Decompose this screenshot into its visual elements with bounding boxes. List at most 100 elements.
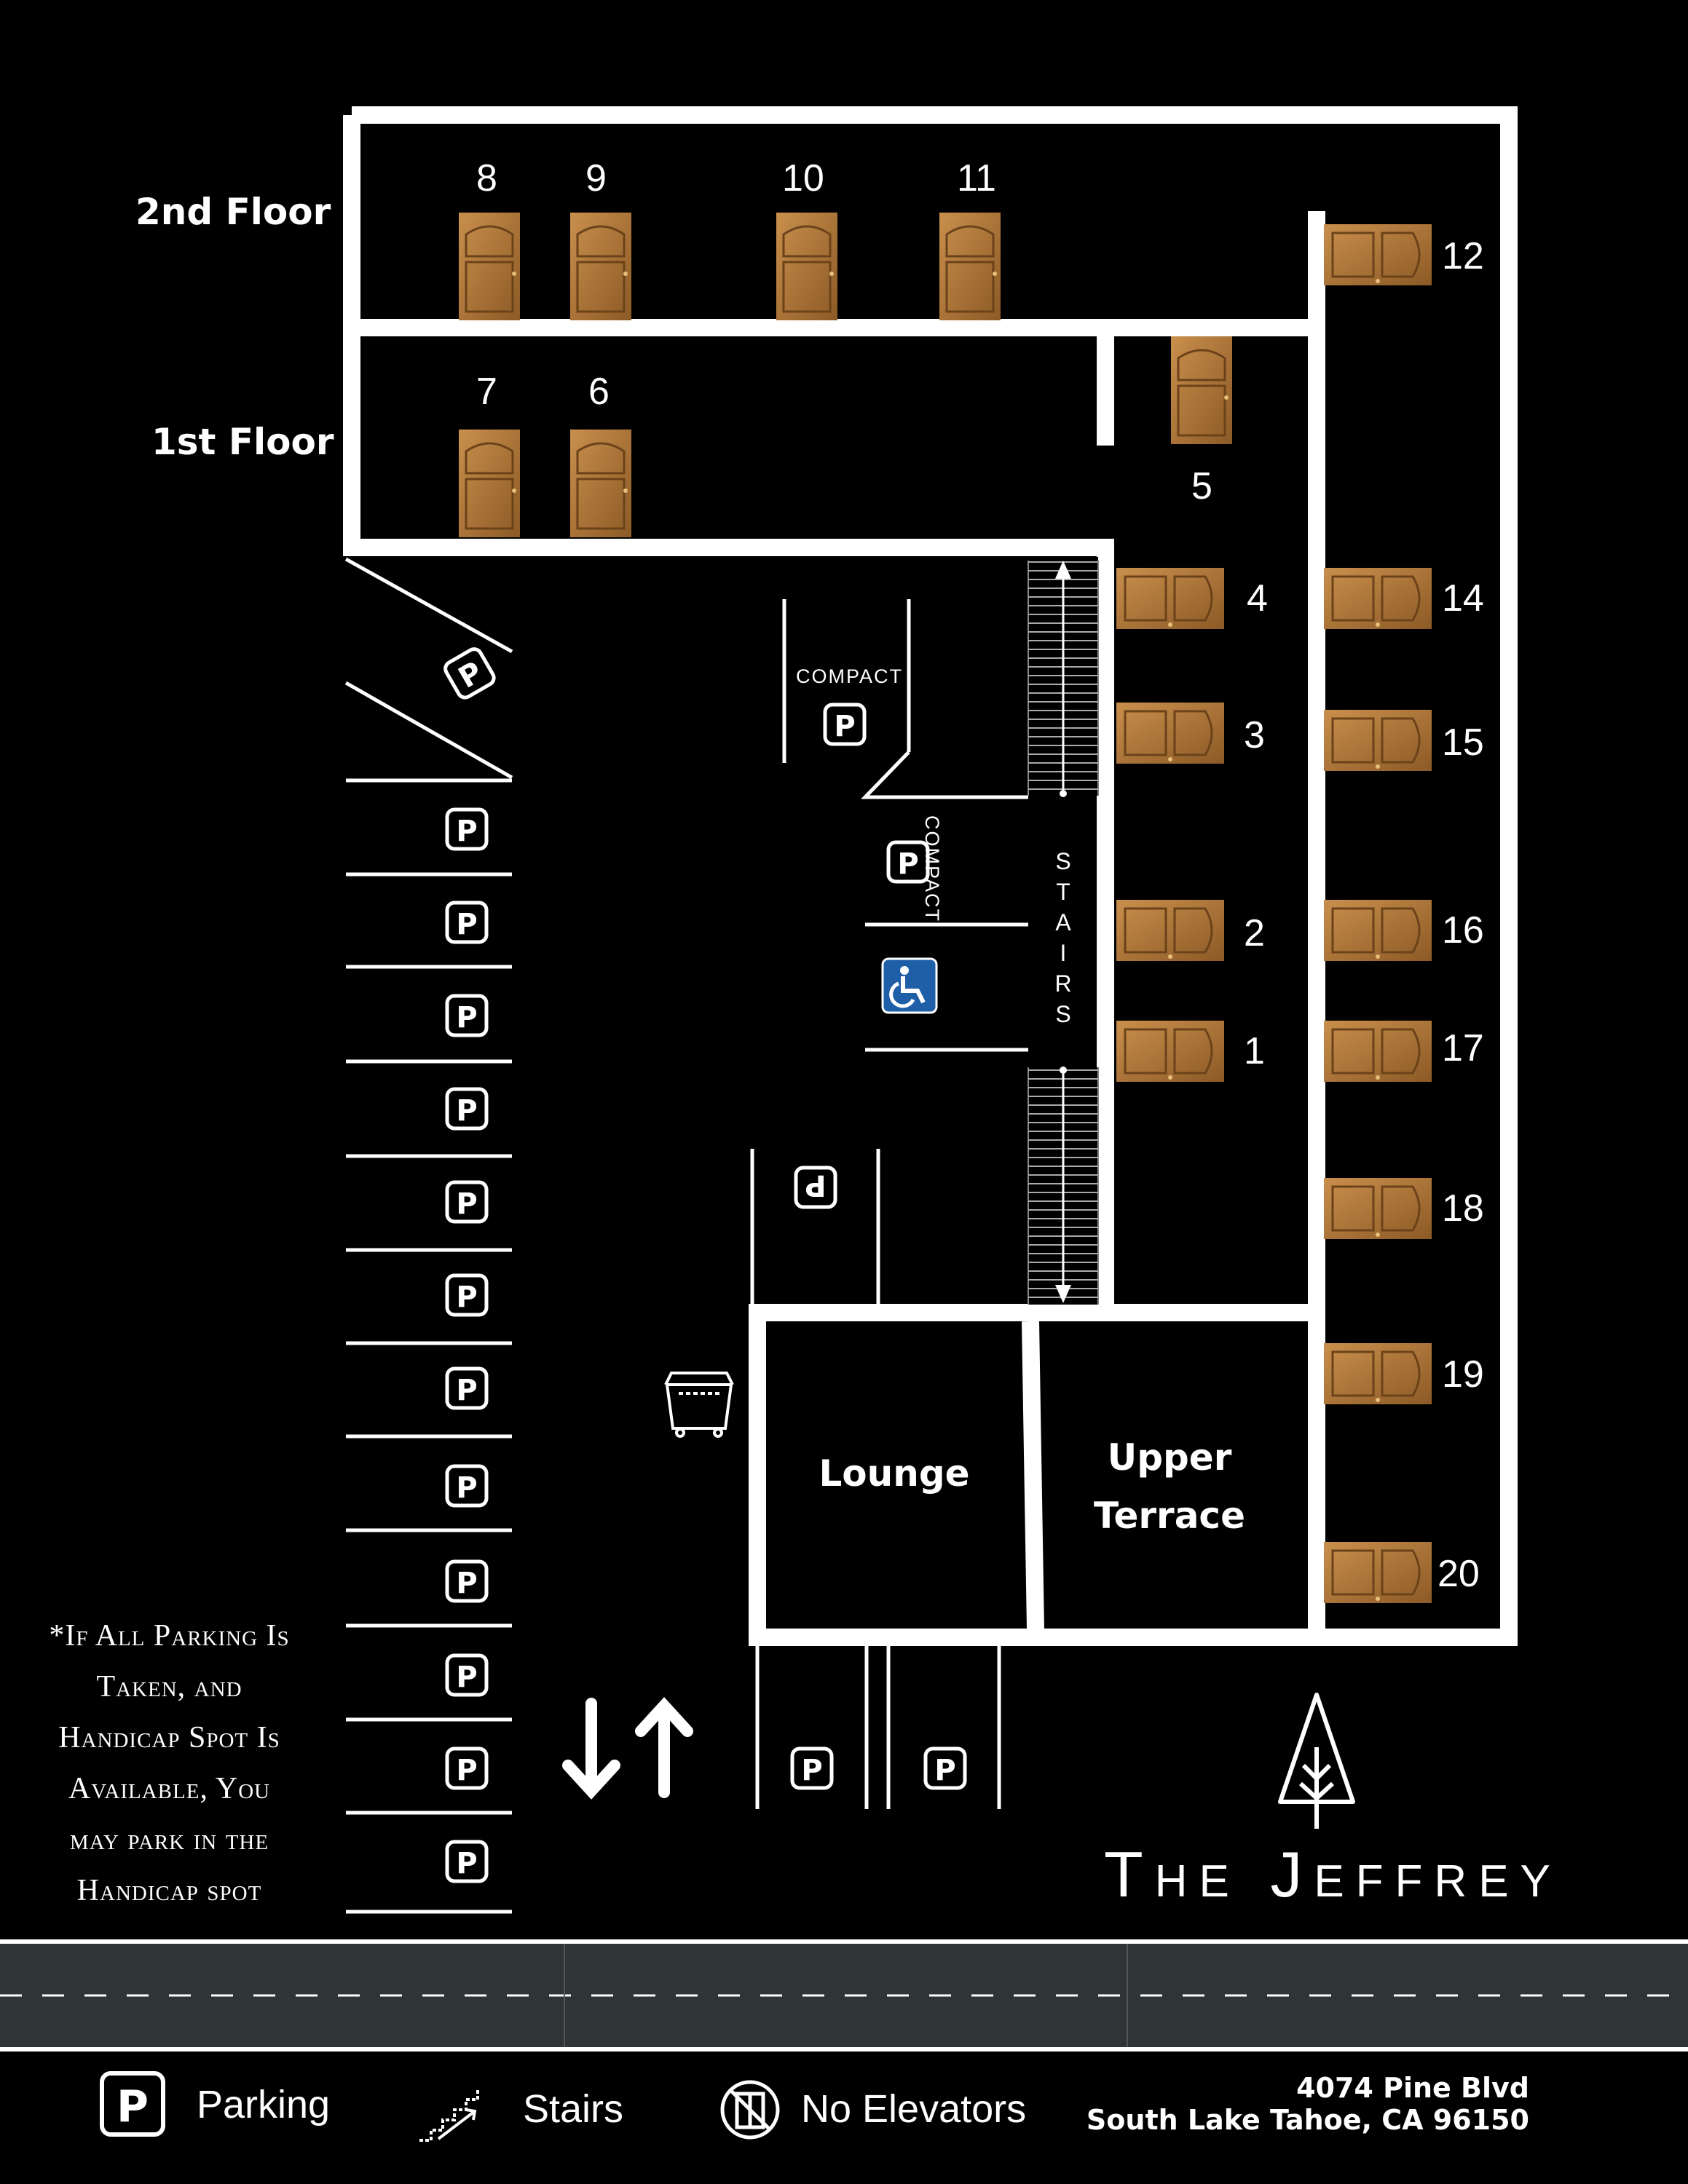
room-label-line: Terrace: [1094, 1495, 1245, 1537]
stairs-icon: [419, 2089, 479, 2142]
note-line: Taken, and: [96, 1670, 242, 1704]
parking-icon: [447, 1749, 486, 1788]
door-icon: [1115, 898, 1226, 962]
compact-label: COMPACT: [796, 665, 903, 687]
stairs-letter: S: [1055, 848, 1071, 874]
door-icon: [775, 211, 839, 322]
unit-number: 16: [1442, 909, 1484, 951]
dumpster-icon: [664, 1372, 734, 1438]
handicap-icon: [881, 957, 938, 1014]
parking-icon: [447, 903, 486, 942]
floor-label-1st: 1st Floor: [151, 421, 334, 463]
stairs-letter: S: [1055, 1001, 1071, 1027]
parking-icon: [926, 1749, 965, 1788]
stairs-upper: [1028, 557, 1099, 797]
address-line: 4074 Pine Blvd: [1296, 2072, 1529, 2104]
unit-number: 5: [1191, 465, 1212, 507]
stairs-letter: A: [1055, 909, 1071, 935]
parking-icon: [447, 1275, 486, 1315]
door-icon: [1322, 708, 1433, 772]
brand-name: The Jeffrey: [1104, 1838, 1562, 1910]
unit-number: 11: [957, 157, 996, 199]
door-icon: [1322, 1540, 1433, 1605]
arrow-icon: [562, 1697, 693, 1800]
parking-icon: [447, 1089, 486, 1128]
stairs-letter: T: [1056, 879, 1070, 905]
unit-number: 2: [1244, 912, 1265, 954]
note-line: Handicap Spot Is: [58, 1721, 280, 1754]
unit-number: 6: [588, 371, 610, 413]
door-icon: [1322, 898, 1433, 962]
unit-number: 8: [476, 157, 497, 199]
parking-icon: [447, 1182, 486, 1222]
note-line: may park in the: [69, 1823, 269, 1856]
unit-number: 18: [1442, 1187, 1484, 1230]
stairs-letter: R: [1054, 970, 1072, 997]
stairs-label: S T A I R S: [1049, 846, 1078, 1029]
door-icon: [1115, 566, 1226, 630]
door-icon: [569, 211, 633, 322]
unit-number: 12: [1442, 235, 1484, 277]
parking-icon: [443, 646, 497, 700]
parking-lines-left: [344, 557, 513, 1914]
room-lounge: Lounge: [819, 1452, 970, 1495]
parking-icon: [447, 810, 486, 849]
parking-icons: [443, 646, 965, 1881]
door-icon: [569, 428, 633, 539]
no-elevator-icon: [720, 2080, 780, 2140]
stairs-lower: [1028, 1067, 1099, 1305]
parking-note: *If All Parking Is Taken, and Handicap S…: [22, 1610, 317, 1916]
parking-icon: P: [100, 2071, 165, 2137]
parking-icon: [447, 996, 486, 1035]
parking-icon: [447, 1842, 486, 1881]
unit-number: 7: [476, 371, 497, 413]
door-icon: [1115, 701, 1226, 765]
note-line: Handicap spot: [76, 1874, 262, 1907]
legend-stairs: Stairs: [523, 2087, 624, 2131]
road: [0, 1939, 1688, 2052]
unit-number: 1: [1244, 1030, 1265, 1072]
unit-number: 10: [782, 157, 824, 199]
unit-number: 3: [1244, 714, 1265, 756]
door-icon: [938, 211, 1002, 322]
door-icon: [1322, 223, 1433, 287]
compact-label: COMPACT: [921, 815, 943, 922]
legend-parking: Parking: [197, 2083, 331, 2126]
door-icon: [1115, 1019, 1226, 1083]
unit-number: 20: [1437, 1553, 1480, 1595]
unit-number: 19: [1442, 1353, 1484, 1396]
door-icon: [1322, 566, 1433, 630]
parking-icon: [447, 1655, 486, 1695]
unit-number: 17: [1442, 1027, 1484, 1069]
address-line: South Lake Tahoe, CA 96150: [1086, 2104, 1529, 2136]
unit-number: 15: [1442, 721, 1484, 764]
floor-label-2nd: 2nd Floor: [135, 191, 331, 233]
parking-icon: [792, 1749, 832, 1788]
parking-icon: [825, 705, 864, 744]
stairs-letter: I: [1060, 940, 1067, 966]
parking-lines-inner: [750, 599, 1028, 1809]
parking-icon: [447, 1562, 486, 1601]
tree-logo-icon: [1278, 1693, 1355, 1829]
note-line: Available, You: [68, 1772, 271, 1805]
parking-icon: [796, 1168, 835, 1207]
room-label-line: Upper: [1107, 1436, 1232, 1479]
legend-no-elevators: No Elevators: [801, 2087, 1027, 2131]
unit-number: 4: [1247, 577, 1268, 620]
door-icon: [1322, 1342, 1433, 1406]
unit-number: 9: [585, 157, 607, 199]
doors: [457, 211, 1433, 1605]
door-icon: [457, 428, 521, 539]
parking-icon: [447, 1369, 486, 1408]
building-walls: [343, 106, 1518, 1646]
door-icon: [1322, 1019, 1433, 1083]
address: 4074 Pine Blvd South Lake Tahoe, CA 9615…: [1019, 2072, 1529, 2136]
door-icon: [457, 211, 521, 322]
unit-number: 14: [1442, 577, 1484, 620]
parking-icon: [447, 1466, 486, 1506]
svg-text:P: P: [117, 2081, 149, 2132]
room-upper-terrace: Upper Terrace: [1046, 1428, 1293, 1545]
door-icon: [1322, 1176, 1433, 1241]
door-icon: [1170, 335, 1234, 446]
